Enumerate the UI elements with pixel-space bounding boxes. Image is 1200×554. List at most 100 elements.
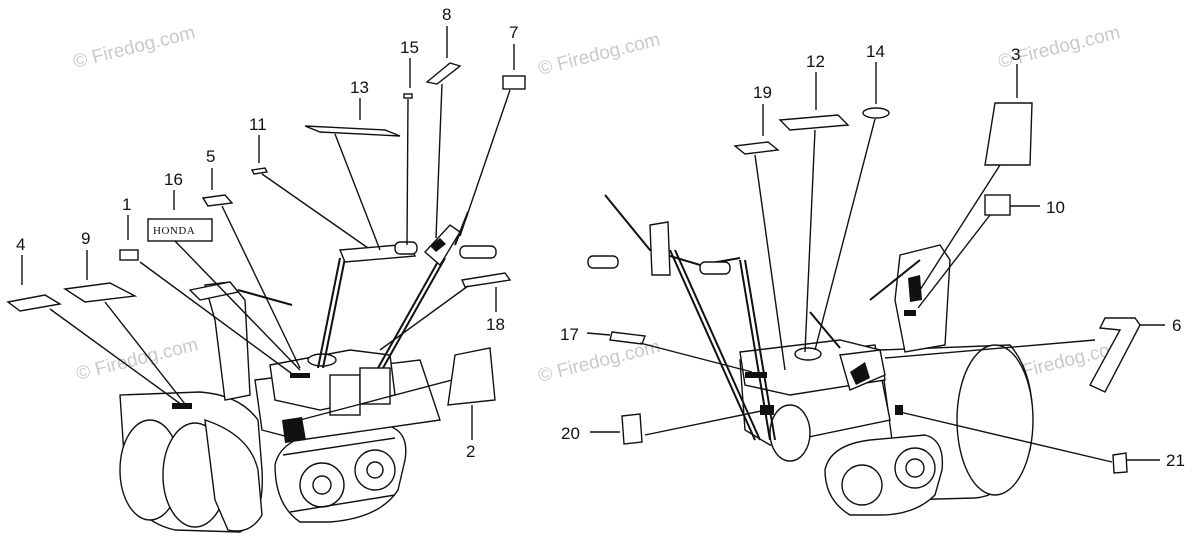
left-handle-left: [317, 257, 346, 369]
label-part-15: [403, 93, 413, 99]
leader-4: [49, 308, 183, 406]
left-track-hub: [312, 475, 332, 495]
left-handle-right: [377, 257, 446, 369]
leader-6: [884, 339, 1096, 359]
leader-19: [754, 154, 786, 371]
callout-4: 4: [16, 235, 25, 254]
honda-badge-text: HONDA: [153, 225, 195, 237]
right-track-hub: [905, 458, 925, 478]
watermark: © Firedog.com: [74, 334, 200, 385]
watermark: © Firedog.com: [536, 29, 662, 80]
left-small-decal: [172, 403, 192, 409]
right-chute-decal: [908, 275, 922, 302]
callout-7: 7: [509, 23, 518, 42]
leader-14: [814, 118, 876, 351]
right-chute-decal2: [904, 310, 916, 316]
label-part-11: [250, 167, 269, 175]
leader-20: [644, 409, 767, 436]
right-snowblower: [587, 194, 1034, 516]
callout-9: 9: [81, 229, 90, 248]
callout-13: 13: [350, 78, 369, 97]
honda-badge: [147, 218, 213, 242]
left-grip-left: [394, 241, 418, 255]
callout-1: 1: [122, 195, 131, 214]
left-engine-decal: [290, 373, 310, 378]
leader-8: [435, 83, 443, 239]
leader-10: [917, 214, 991, 309]
left-track-hub-rear: [366, 461, 384, 479]
leader-7: [459, 89, 511, 237]
label-part-8: [425, 62, 462, 85]
leader-13: [334, 133, 381, 251]
label-part-19: [733, 141, 780, 155]
callout-10: 10: [1046, 198, 1065, 217]
leader-21: [899, 411, 1113, 463]
right-control-lever: [649, 221, 671, 276]
label-part-14: [862, 107, 890, 119]
right-grip-left: [587, 255, 619, 269]
watermark: © Firedog.com: [71, 22, 197, 73]
right-small-decal2: [895, 405, 903, 415]
label-part-1: [119, 249, 139, 261]
right-lever: [809, 311, 841, 349]
right-small-decal: [760, 405, 774, 415]
leader-1: [139, 261, 296, 377]
left-chute-rod: [237, 289, 293, 306]
callout-21: 21: [1166, 451, 1185, 470]
label-part-17: [609, 331, 646, 345]
leader-11: [261, 173, 369, 249]
label-part-20: [621, 413, 643, 445]
left-engine-box2: [359, 367, 391, 405]
right-handle-left: [669, 249, 761, 441]
label-part-2: [447, 347, 496, 406]
left-black-decal: [282, 417, 306, 443]
label-part-21: [1112, 452, 1128, 474]
label-part-3: [984, 102, 1033, 166]
left-snowblower: [119, 211, 497, 533]
callout-18: 18: [486, 315, 505, 334]
left-grip-right: [459, 245, 497, 259]
label-part-6: [1089, 317, 1141, 393]
label-part-18: [461, 272, 512, 288]
callout-17: 17: [560, 325, 579, 344]
leader-2: [299, 379, 453, 421]
callout-12: 12: [806, 52, 825, 71]
callout-11: 11: [249, 115, 267, 134]
callout-6: 6: [1172, 316, 1181, 335]
leader-9: [104, 301, 186, 405]
left-lever-decal: [430, 238, 446, 252]
leader-17: [639, 342, 753, 373]
right-chute: [894, 244, 951, 353]
left-track-treads: [282, 437, 396, 513]
left-labels: HONDA: [6, 26, 526, 440]
label-part-10: [984, 194, 1011, 216]
callout-8: 8: [442, 5, 451, 24]
left-engine-box: [329, 374, 361, 416]
leader-17-left: [586, 332, 611, 336]
callout-numbers: 1 2 3 4 5 6 7 8 9 10 11 12 13 14 15 16 1…: [16, 5, 1185, 470]
callout-3: 3: [1011, 45, 1020, 64]
leader-12: [804, 129, 816, 353]
callout-5: 5: [206, 147, 215, 166]
right-chute-rod: [869, 259, 921, 301]
callout-14: 14: [866, 42, 885, 61]
label-part-12: [778, 114, 850, 131]
label-part-13: [304, 125, 401, 137]
label-part-7: [502, 75, 526, 90]
leader-18: [379, 285, 469, 351]
leader-3: [919, 164, 1001, 291]
callout-15: 15: [400, 38, 419, 57]
left-fuel-cap: [307, 353, 337, 367]
callout-20: 20: [561, 424, 580, 443]
leader-15: [406, 98, 409, 246]
leader-16: [174, 240, 301, 371]
right-control-decal: [850, 362, 870, 385]
right-fuel-cap: [794, 347, 822, 361]
label-part-4: [6, 294, 62, 312]
label-part-5: [201, 194, 234, 207]
right-recoil: [769, 404, 811, 462]
callout-16: 16: [164, 170, 183, 189]
right-track-wheel: [841, 464, 883, 506]
